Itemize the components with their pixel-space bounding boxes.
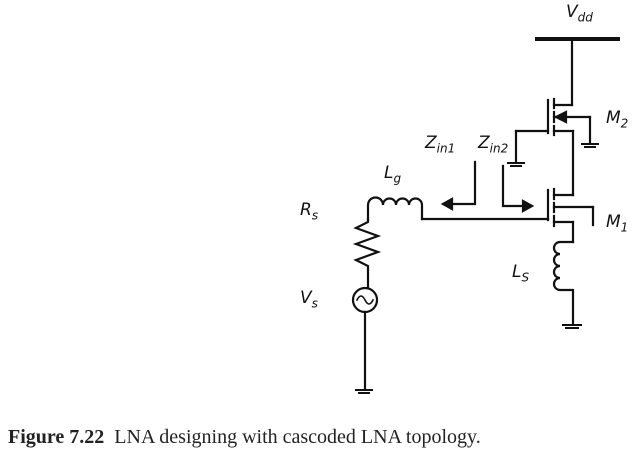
figure-caption: Figure 7.22 LNA designing with cascoded L…: [8, 426, 481, 449]
voltage-source-vs: [351, 286, 379, 391]
rs-label: Rs: [300, 200, 319, 223]
m2-label: M2: [606, 108, 629, 131]
ls-label: LS: [512, 262, 530, 285]
zin2-label: Zin2: [478, 133, 509, 156]
figure-number: Figure 7.22: [8, 426, 105, 448]
caption-text: LNA designing with cascoded LNA topology…: [114, 426, 481, 448]
transistor-m2: [514, 97, 592, 197]
vs-label: Vs: [300, 288, 318, 311]
m1-label: M1: [606, 212, 629, 235]
vdd-rail: [535, 37, 620, 107]
zin1-label: Zin1: [425, 133, 456, 156]
vdd-label: Vdd: [566, 2, 593, 25]
lg-label: Lg: [384, 163, 402, 186]
zin-arrows: [440, 160, 535, 213]
transistor-m1: [420, 187, 595, 244]
inductor-lg: [366, 196, 424, 222]
inductor-ls: [552, 240, 575, 326]
resistor-rs: [352, 218, 382, 290]
